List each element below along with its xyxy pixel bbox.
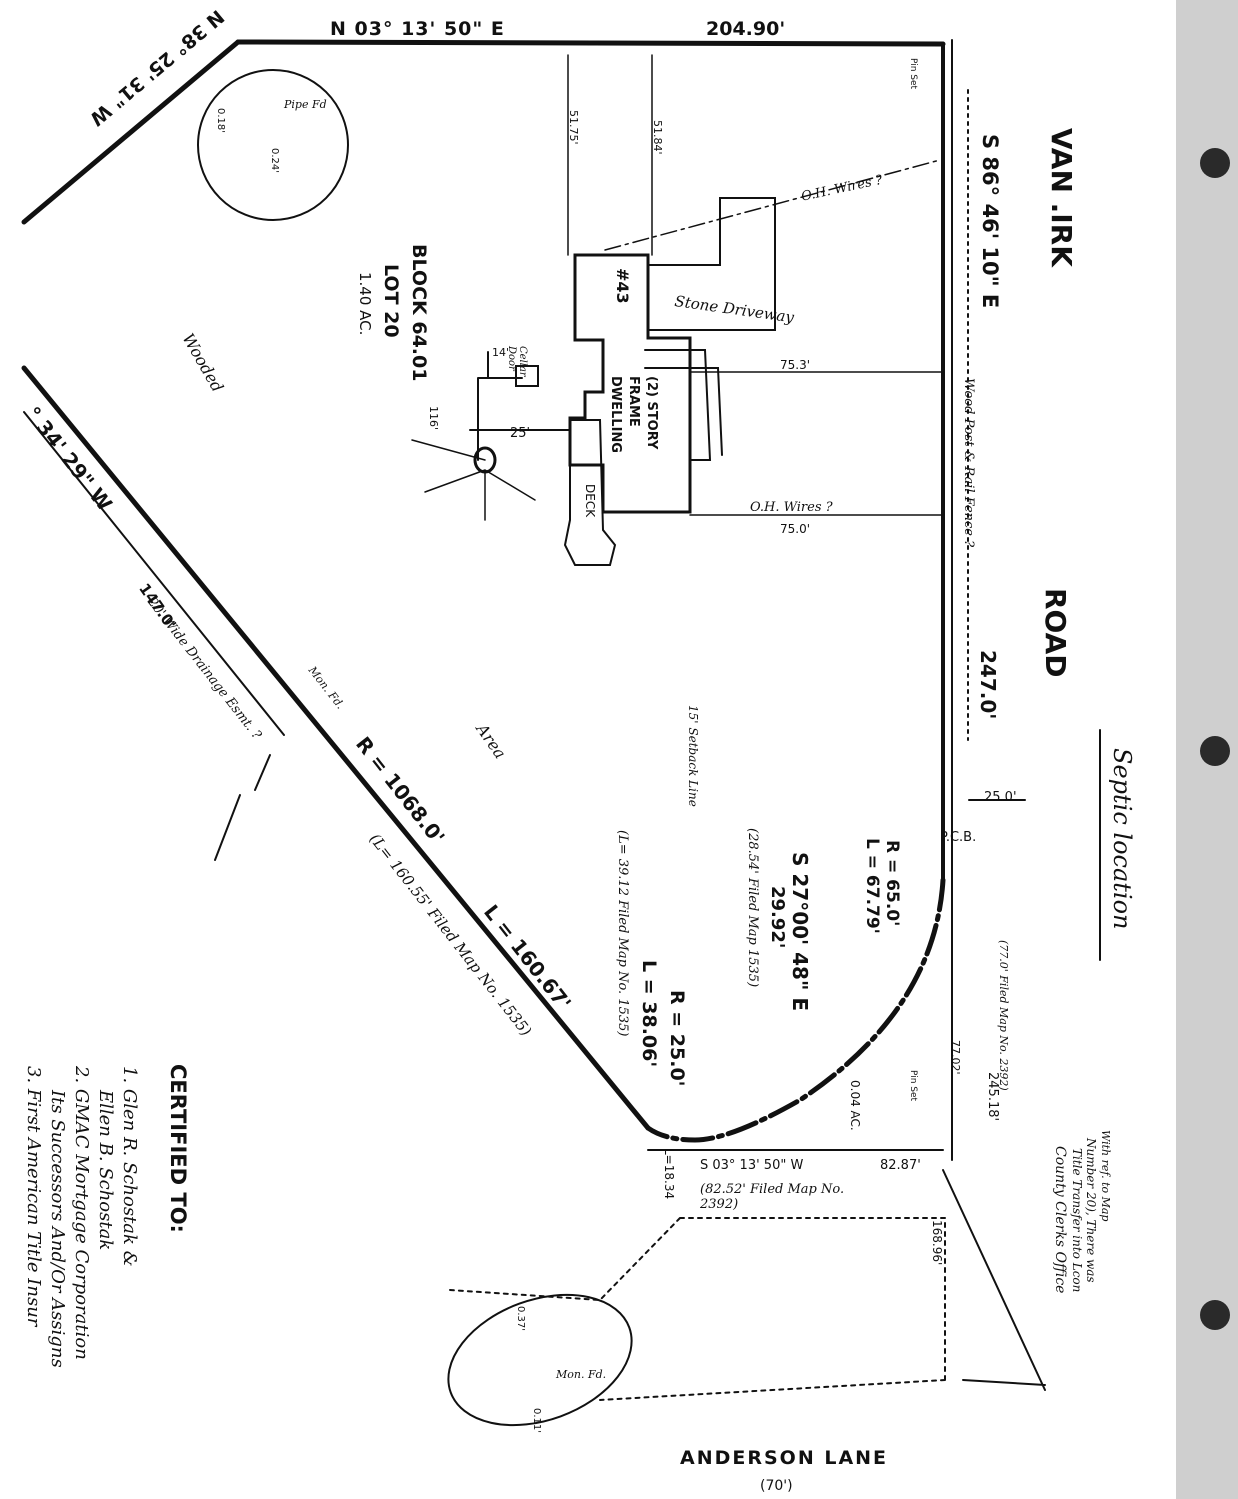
setback-line-note: 15' Setback Line (686, 705, 700, 807)
lot-acreage: 1.40 AC. (356, 272, 374, 336)
setback-75-3: 75.3' (780, 358, 811, 372)
boundary-corner-curve (645, 877, 946, 1143)
septic-location-note: Septic location (1108, 748, 1136, 930)
dim-25-0: 25.0' (984, 790, 1017, 805)
road-frontage-distance: 247.0' (976, 650, 1000, 720)
dwelling-label: (2) STORY FRAME DWELLING (608, 376, 659, 453)
punch-hole-top (1200, 148, 1230, 178)
curve-chord-distance: 29.92' (767, 886, 788, 949)
corner-curve-radius: R = 65.0' (882, 840, 902, 927)
south-line-distance: 82.87' (880, 1158, 921, 1173)
small-curve-filed: (L= 39.12 Filed Map No. 1535) (615, 830, 630, 1037)
small-curve-length: L = 38.06' (638, 960, 660, 1068)
pin-set-1: Pin Set (908, 58, 918, 90)
septic-14: 14' (492, 346, 510, 359)
septic-field (411, 439, 536, 521)
cellar-door-label: Cellar Door (506, 346, 528, 377)
septic-lines (469, 351, 571, 461)
south-line-filed: (82.52' Filed Map No. 2392) (700, 1182, 845, 1212)
small-curve-radius: R = 25.0' (666, 990, 688, 1087)
road-van-kirk: VAN .IRK (1045, 128, 1078, 267)
boundary-sw-line (21, 365, 651, 1131)
mon-found-note-2: Mon. Fd. (556, 1368, 607, 1381)
certified-heading: CERTIFIED TO: (166, 1064, 190, 1233)
south-line-bearing: S 03° 13' 50" W (700, 1158, 804, 1173)
punch-hole-middle (1200, 736, 1230, 766)
road-anderson-width: (70') (760, 1478, 793, 1494)
punch-hole-bottom (1200, 1300, 1230, 1330)
mon-found-ellipse (447, 1293, 633, 1427)
curve-chord-bearing: S 27°00' 48" E (788, 852, 812, 1011)
dim-168: 168.96' (930, 1220, 944, 1266)
certified-item-4: Its Successors And/Or Assigns (47, 1090, 68, 1368)
north-line-bearing: N 03° 13' 50" E (330, 18, 505, 40)
pipe-found-note: Pipe Fd (284, 98, 327, 111)
offset-018: 0.18' (215, 108, 226, 134)
deck-outline (563, 419, 617, 566)
north-line-distance: 204.90' (706, 18, 786, 40)
lot-number: LOT 20 (380, 264, 402, 338)
short-curve-length: L=18.34 (662, 1148, 676, 1200)
certified-item-5: 3. First American Title Insur (23, 1066, 44, 1327)
deck-label: DECK (583, 484, 597, 518)
cellar-door (515, 365, 539, 387)
certified-item-1: 1. Glen R. Schostak & (119, 1066, 140, 1267)
dim-5184: 51.84' (651, 120, 664, 155)
dim-5175: 51.75' (567, 110, 580, 145)
corner-curve-length: L = 67.79' (862, 838, 882, 934)
house-number: #43 (613, 268, 632, 304)
east-line-bearing: S 86° 46' 10" E (978, 134, 1002, 309)
small-acreage: 0.04 AC. (848, 1080, 862, 1131)
chord-filed: (28.54' Filed Map 1535) (745, 828, 760, 988)
certified-item-2: Ellen B. Schostak (95, 1090, 116, 1251)
pin-set-2: Pin Set (908, 1070, 918, 1102)
oh-wire-1 (604, 159, 941, 251)
offset-024: 0.24' (269, 148, 280, 174)
offset-037: 0.37' (515, 1306, 526, 1332)
clerk-note-3: Title Transfer into Lcon (1070, 1148, 1084, 1293)
lane-outline (449, 1217, 946, 1401)
road-road: ROAD (1039, 588, 1072, 678)
dim-77-0-filed: (77.0' Filed Map No. 2392) (997, 940, 1010, 1091)
oh-wires-note-2: O.H. Wires ? (750, 500, 833, 515)
boundary-north-line (235, 39, 946, 47)
pipe-found-circle (197, 69, 349, 221)
dim-77-02: 77.02' (949, 1040, 962, 1075)
dim-245-18: 245.18' (985, 1072, 1000, 1122)
road-anderson-lane: ANDERSON LANE (680, 1447, 889, 1469)
setback-75-0: 75.0' (780, 522, 811, 536)
fence-note: Wood Post & Rail Fence ? (961, 378, 976, 548)
block-number: BLOCK 64.01 (408, 244, 430, 382)
certified-item-3: 2. GMAC Mortgage Corporation (71, 1066, 92, 1360)
clerk-note-1: With ref. to Map (1099, 1130, 1112, 1222)
clerk-note-4: County Clerks Office (1052, 1146, 1068, 1294)
septic-25: 25' (510, 426, 531, 441)
clerk-note-2: Number 20), There was (1084, 1138, 1098, 1283)
driveway-outline (647, 197, 776, 331)
boundary-nw-line (21, 39, 241, 225)
septic-116: 116' (427, 406, 440, 431)
walk-outline (644, 349, 712, 461)
offset-011: 0.11' (531, 1408, 542, 1434)
house-outline (568, 253, 692, 514)
drainage-easement (23, 411, 285, 736)
pcb-label: P.C.B. (940, 830, 977, 845)
